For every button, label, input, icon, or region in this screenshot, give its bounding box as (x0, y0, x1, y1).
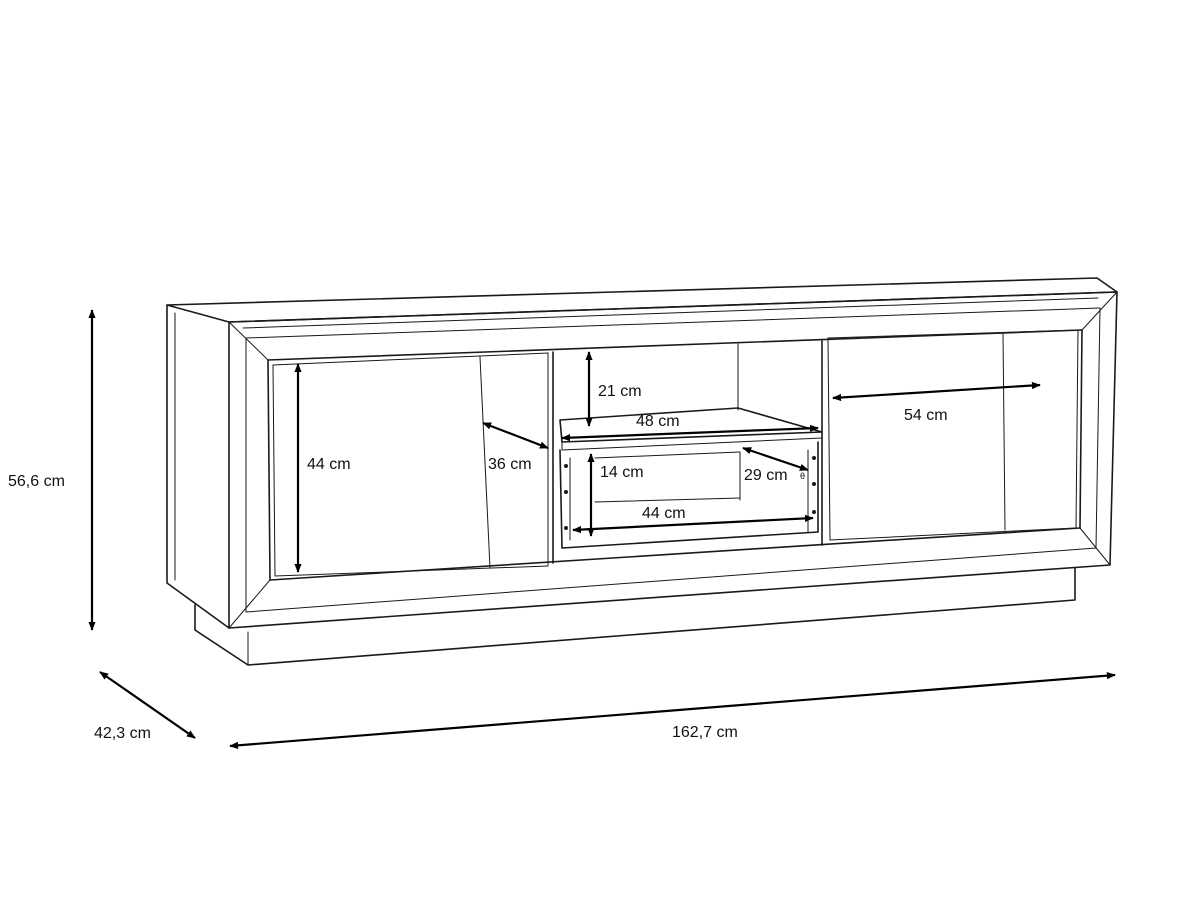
left-depth-label: 36 cm (488, 456, 532, 473)
upper-shelf-width-arrow (561, 424, 819, 442)
dimension-labels: 56,6 cm 42,3 cm 162,7 cm 44 cm 36 cm 21 … (8, 383, 948, 742)
lower-shelf-depth-label: 29 cm (744, 467, 788, 484)
left-height-label: 44 cm (307, 456, 351, 473)
upper-shelf-height-label: 21 cm (598, 383, 642, 400)
depth-arrow (99, 671, 196, 739)
lower-shelf-width-arrow (572, 514, 814, 534)
hinge-mark: θ (800, 471, 805, 481)
height-label: 56,6 cm (8, 473, 65, 490)
dimension-arrows (88, 309, 1116, 749)
right-width-label: 54 cm (904, 407, 948, 424)
lower-shelf-width-label: 44 cm (642, 505, 686, 522)
cabinet-outline (166, 277, 1118, 666)
lower-shelf-depth-arrow (742, 446, 809, 472)
left-depth-arrow (482, 421, 549, 450)
width-label: 162,7 cm (672, 724, 738, 741)
upper-shelf-width-label: 48 cm (636, 413, 680, 430)
width-arrow (229, 672, 1116, 749)
lower-shelf-height-label: 14 cm (600, 464, 644, 481)
depth-label: 42,3 cm (94, 725, 151, 742)
right-width-arrow (832, 381, 1041, 402)
